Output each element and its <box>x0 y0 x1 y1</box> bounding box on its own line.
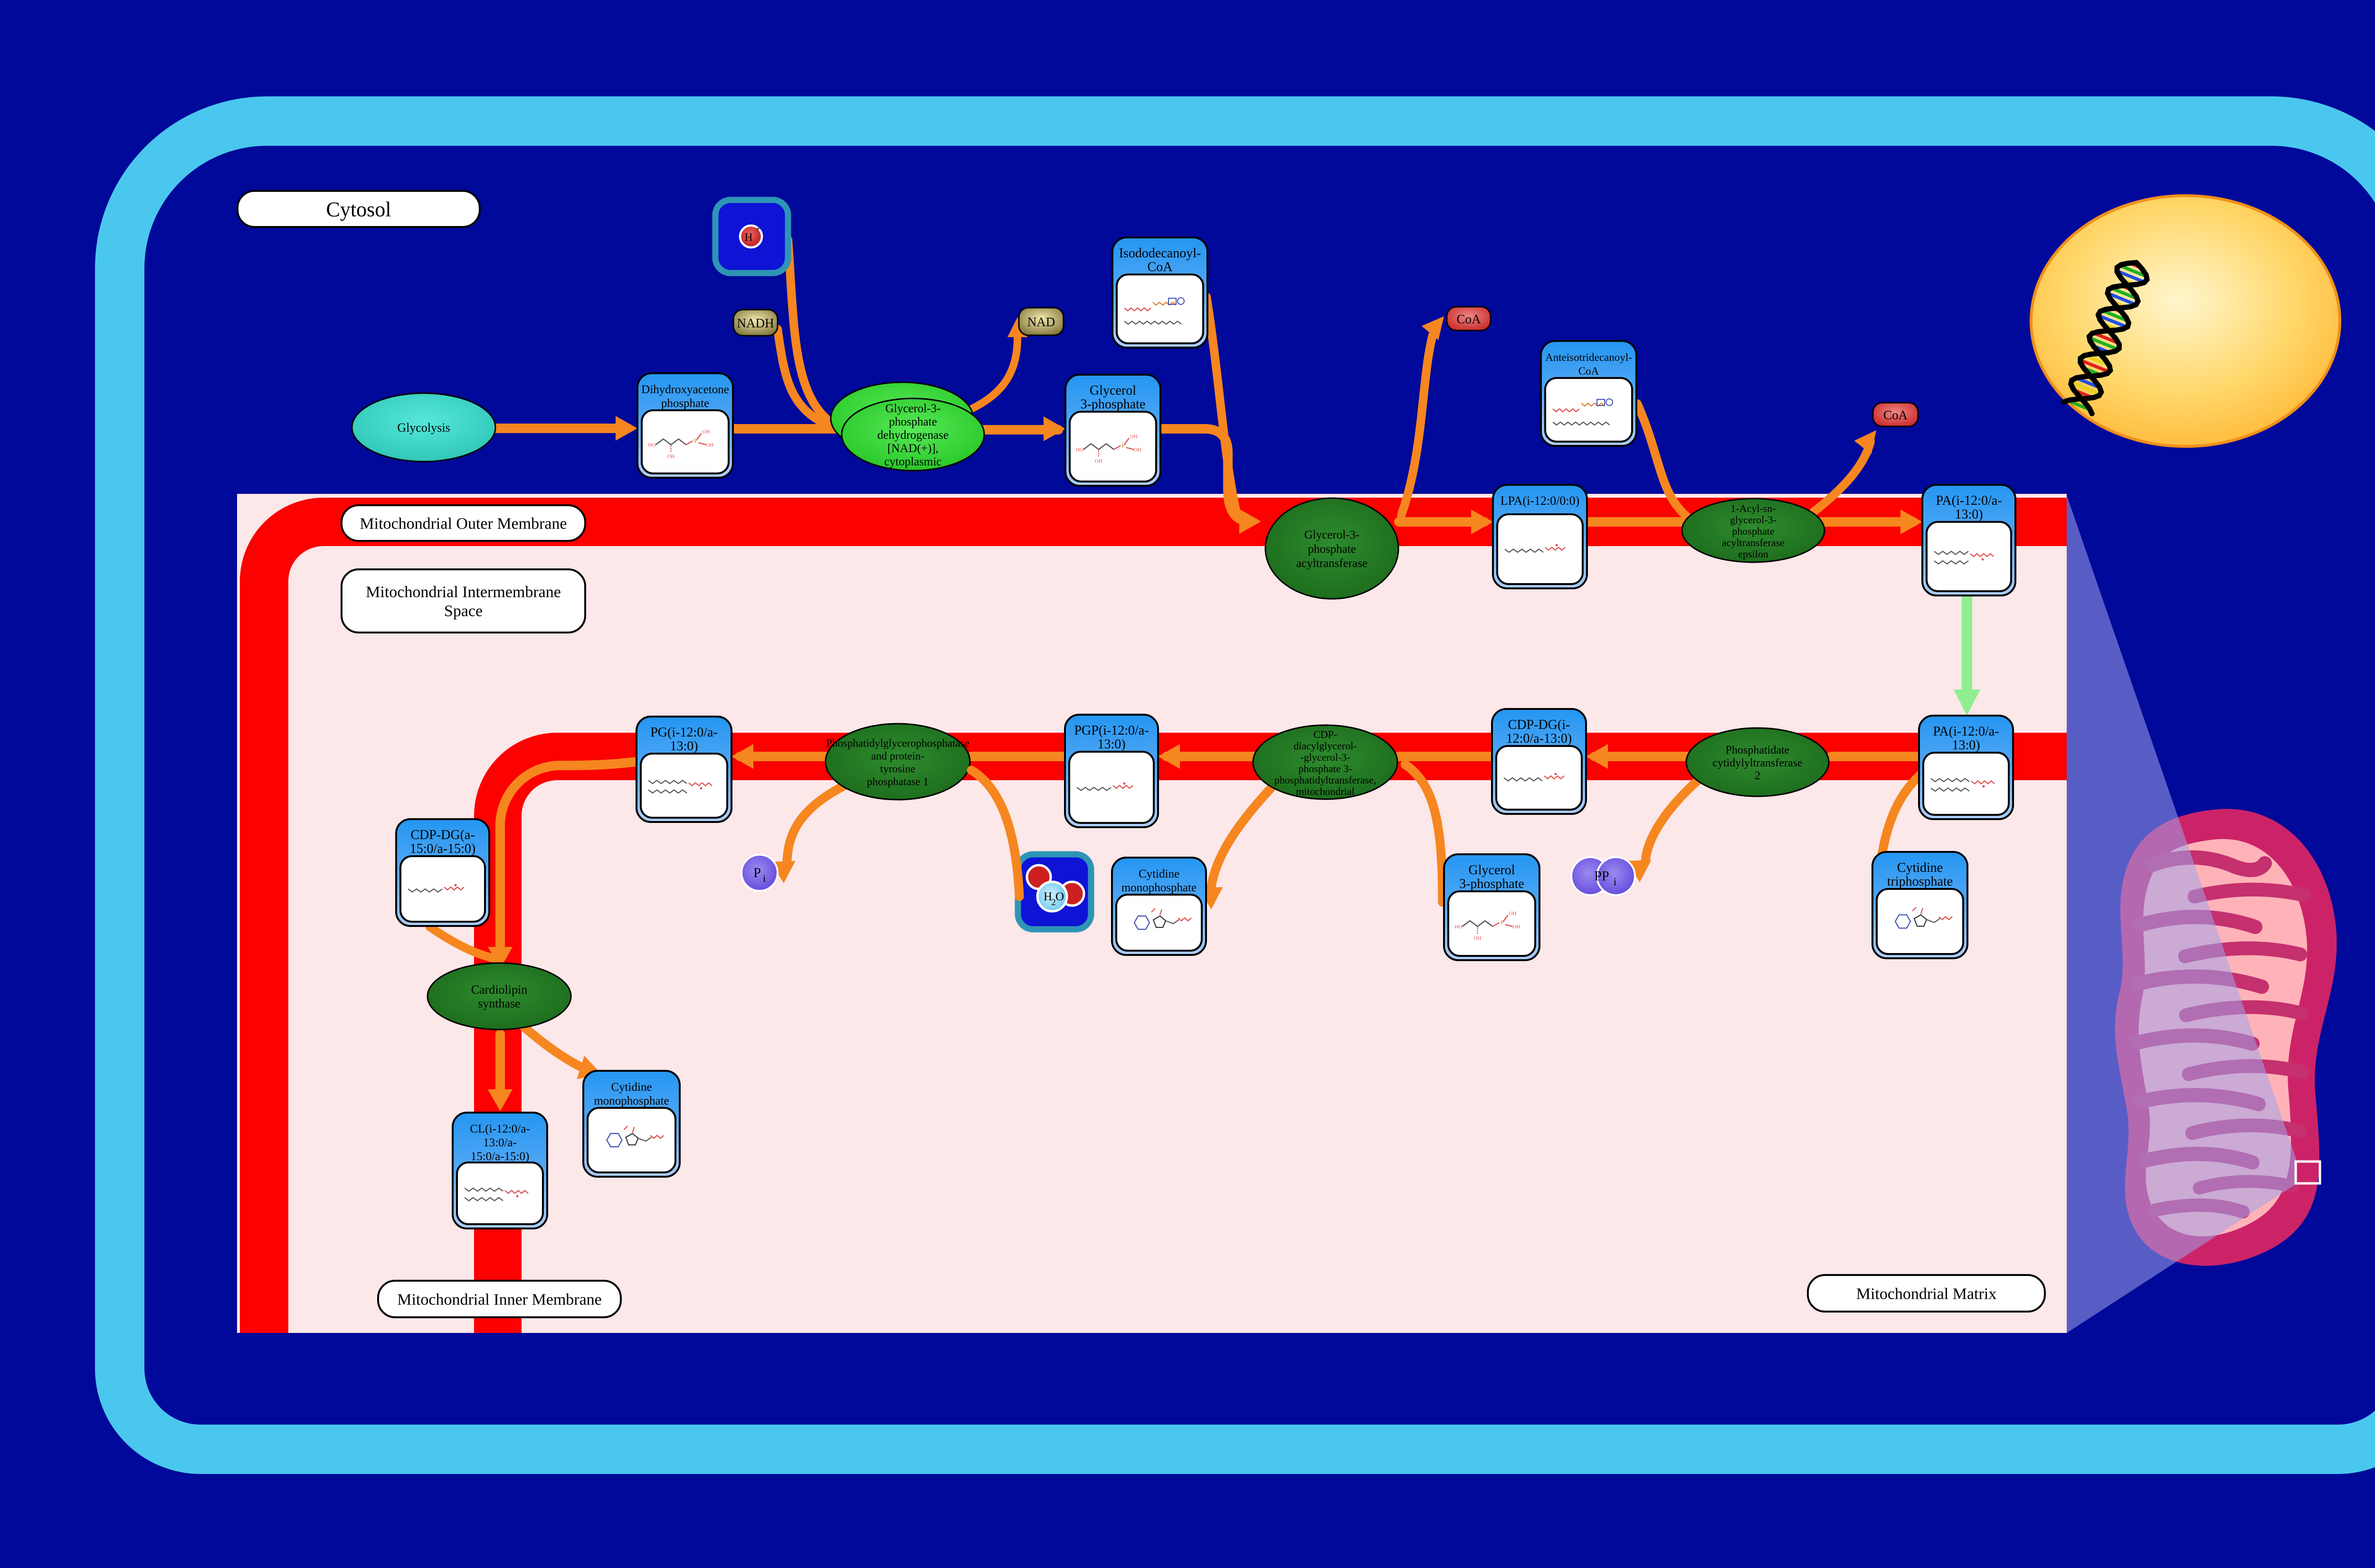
svg-text:acyltransferase: acyltransferase <box>1296 557 1368 570</box>
svg-text:3-phosphate: 3-phosphate <box>1081 397 1146 412</box>
svg-text:acyltransferase: acyltransferase <box>1722 537 1785 548</box>
svg-text:phosphatidyltransferase,: phosphatidyltransferase, <box>1274 774 1376 786</box>
svg-text:diacylglycerol-: diacylglycerol- <box>1293 740 1357 752</box>
svg-text:OH: OH <box>667 454 675 460</box>
svg-text:cytidylyltransferase: cytidylyltransferase <box>1712 757 1802 769</box>
svg-text:tyrosine: tyrosine <box>880 763 915 775</box>
svg-text:i: i <box>1614 876 1616 888</box>
svg-text:Glycolysis: Glycolysis <box>397 421 450 435</box>
svg-text:Cytidine: Cytidine <box>1897 860 1943 875</box>
svg-text:P: P <box>694 437 697 444</box>
svg-text:CDP-DG(a-: CDP-DG(a- <box>410 828 475 842</box>
svg-text:CDP-DG(i-: CDP-DG(i- <box>1508 718 1570 732</box>
svg-text:-glycerol-3-: -glycerol-3- <box>1300 751 1350 763</box>
svg-text:Cardiolipin: Cardiolipin <box>471 983 527 997</box>
svg-text:13:0): 13:0) <box>1952 738 1980 753</box>
svg-text:phosphate: phosphate <box>1732 525 1774 537</box>
svg-text:OH: OH <box>1474 935 1482 941</box>
svg-text:phosphate: phosphate <box>889 416 937 428</box>
svg-text:cytoplasmic: cytoplasmic <box>884 455 942 468</box>
svg-text:Cytidine: Cytidine <box>611 1081 652 1094</box>
svg-text:Anteisotridecanoyl-: Anteisotridecanoyl- <box>1545 351 1632 363</box>
svg-text:Mitochondrial Intermembrane: Mitochondrial Intermembrane <box>366 583 561 601</box>
svg-text:CoA: CoA <box>1578 365 1599 377</box>
svg-text:PA(i-12:0/a-: PA(i-12:0/a- <box>1936 493 2002 508</box>
svg-text:phosphate: phosphate <box>661 397 709 410</box>
svg-text:2: 2 <box>1051 897 1056 907</box>
svg-text:PA(i-12:0/a-: PA(i-12:0/a- <box>1933 724 1999 739</box>
svg-text:synthase: synthase <box>478 997 521 1011</box>
svg-text:OH: OH <box>1509 911 1517 916</box>
svg-text:Phosphatidate: Phosphatidate <box>1726 744 1790 756</box>
svg-text:P: P <box>753 866 761 880</box>
svg-text:PGP(i-12:0/a-: PGP(i-12:0/a- <box>1074 723 1149 738</box>
svg-text:13:0): 13:0) <box>670 739 698 754</box>
svg-text:phosphate: phosphate <box>1308 543 1356 556</box>
svg-text:O: O <box>1055 890 1064 903</box>
svg-text:HO: HO <box>1076 447 1083 453</box>
svg-text:and protein-: and protein- <box>871 750 924 762</box>
svg-text:OH: OH <box>1134 447 1141 453</box>
svg-text:monophosphate: monophosphate <box>1121 881 1197 894</box>
svg-text:15:0/a-15:0): 15:0/a-15:0) <box>410 841 475 856</box>
svg-text:+: + <box>755 224 760 234</box>
svg-text:Space: Space <box>444 602 483 620</box>
svg-text:OH: OH <box>1130 434 1138 440</box>
svg-text:Cytidine: Cytidine <box>1139 868 1179 880</box>
svg-text:CDP-: CDP- <box>1313 728 1337 740</box>
svg-text:Mitochondrial Matrix: Mitochondrial Matrix <box>1856 1285 1997 1303</box>
svg-text:CoA: CoA <box>1456 312 1481 326</box>
svg-text:[NAD(+)],: [NAD(+)], <box>887 442 939 455</box>
svg-text:Glycerol-3-: Glycerol-3- <box>1304 529 1360 541</box>
svg-text:P: P <box>1501 919 1504 926</box>
svg-text:Mitochondrial Inner Membrane: Mitochondrial Inner Membrane <box>397 1291 602 1308</box>
svg-text:HO: HO <box>1455 924 1463 930</box>
svg-text:1-Acyl-sn-: 1-Acyl-sn- <box>1730 502 1776 514</box>
svg-text:glycerol-3-: glycerol-3- <box>1730 514 1776 526</box>
svg-text:Phosphatidylglycerophosphatase: Phosphatidylglycerophosphatase <box>826 737 969 749</box>
svg-text:12:0/a-13:0): 12:0/a-13:0) <box>1506 731 1572 746</box>
svg-text:epsilon: epsilon <box>1738 548 1768 560</box>
svg-text:monophosphate: monophosphate <box>594 1095 669 1107</box>
svg-text:OH: OH <box>1095 459 1102 464</box>
svg-text:LPA(i-12:0/0:0): LPA(i-12:0/0:0) <box>1501 494 1580 508</box>
svg-text:CoA: CoA <box>1883 408 1908 422</box>
svg-text:OH: OH <box>1513 924 1520 930</box>
svg-text:i: i <box>763 872 766 884</box>
svg-text:H: H <box>745 231 753 243</box>
svg-text:2: 2 <box>1755 770 1760 782</box>
svg-text:phosphate 3-: phosphate 3- <box>1298 763 1352 775</box>
svg-text:Mitochondrial Outer Membrane: Mitochondrial Outer Membrane <box>360 515 567 532</box>
svg-text:13:0): 13:0) <box>1955 507 1983 522</box>
svg-text:13:0): 13:0) <box>1097 737 1125 752</box>
svg-text:NAD: NAD <box>1027 315 1055 329</box>
svg-text:Isododecanoyl-: Isododecanoyl- <box>1119 246 1201 261</box>
svg-text:HO: HO <box>648 443 656 448</box>
svg-text:3-phosphate: 3-phosphate <box>1459 877 1524 891</box>
svg-text:NADH: NADH <box>737 316 774 331</box>
svg-text:13:0/a-: 13:0/a- <box>483 1136 517 1149</box>
svg-text:mitochondrial: mitochondrial <box>1296 785 1354 797</box>
svg-text:15:0/a-15:0): 15:0/a-15:0) <box>471 1150 530 1163</box>
svg-text:CL(i-12:0/a-: CL(i-12:0/a- <box>470 1123 530 1135</box>
svg-text:Cytosol: Cytosol <box>326 198 391 221</box>
svg-text:PG(i-12:0/a-: PG(i-12:0/a- <box>650 725 718 740</box>
svg-text:OH: OH <box>706 443 714 448</box>
svg-text:phosphatase 1: phosphatase 1 <box>867 776 929 788</box>
svg-text:Glycerol: Glycerol <box>1469 863 1515 878</box>
svg-text:P: P <box>1121 442 1125 449</box>
svg-text:OH: OH <box>703 429 710 435</box>
svg-text:Dihydroxyacetone: Dihydroxyacetone <box>641 383 729 396</box>
svg-text:triphosphate: triphosphate <box>1887 874 1953 889</box>
svg-text:Glycerol: Glycerol <box>1090 383 1136 398</box>
svg-text:H: H <box>1044 890 1052 903</box>
svg-text:CoA: CoA <box>1148 260 1173 274</box>
svg-text:dehydrogenase: dehydrogenase <box>877 429 949 442</box>
svg-text:Glycerol-3-: Glycerol-3- <box>885 402 941 415</box>
svg-text:PP: PP <box>1594 869 1609 884</box>
